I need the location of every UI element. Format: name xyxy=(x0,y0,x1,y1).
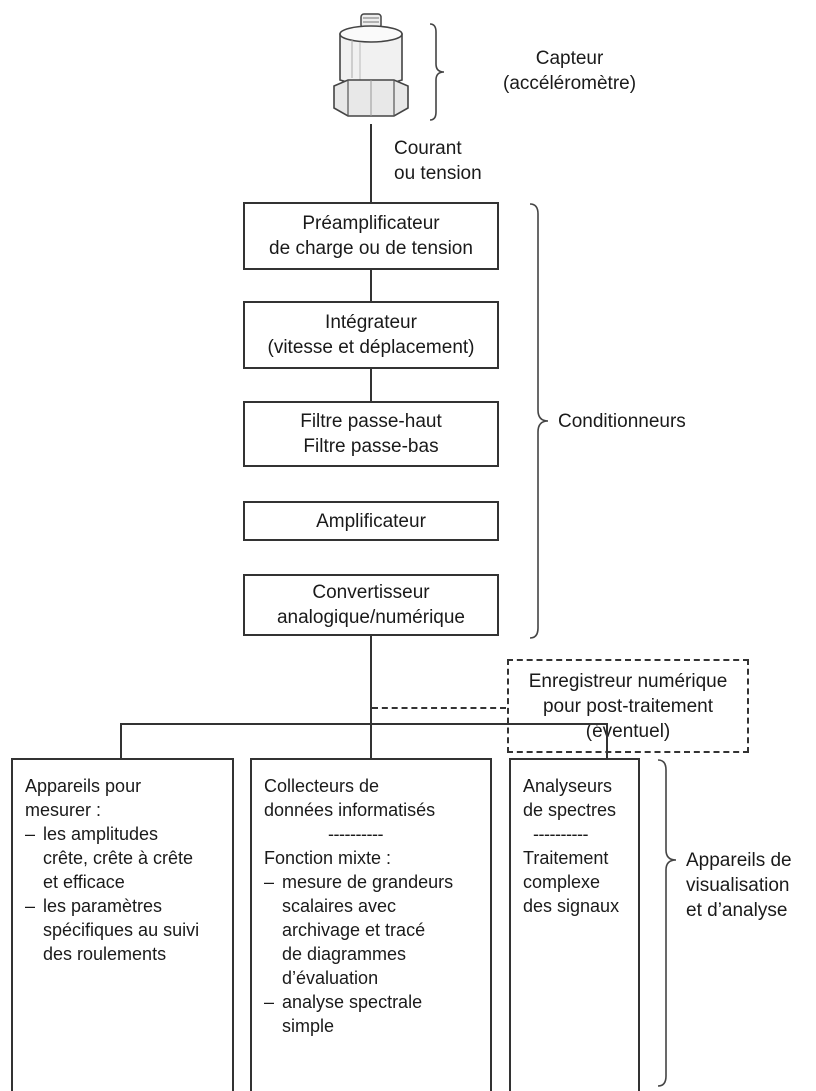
data-collectors-column: Collecteurs de données informatisés ----… xyxy=(250,758,492,1091)
devices-brace xyxy=(657,759,677,1087)
signal-trunk xyxy=(370,124,372,434)
measuring-devices-column: Appareils pour mesurer : les amplitudes … xyxy=(11,758,234,1091)
filters-line1: Filtre passe-haut xyxy=(300,411,442,432)
amplifier-line1: Amplificateur xyxy=(316,510,426,532)
col1-item2-line2: spécifiques au suivi xyxy=(43,920,200,940)
col1-item2-line3: des roulements xyxy=(43,944,167,964)
converter-line1: Convertisseur xyxy=(312,582,430,603)
recorder-connector xyxy=(372,707,506,709)
signal-label-line1: Courant xyxy=(394,138,462,159)
branch-right xyxy=(606,723,608,759)
filters-line2: Filtre passe-bas xyxy=(303,436,439,457)
col2-item1-line1: mesure de grandeurs xyxy=(282,872,454,892)
spectrum-analyzers-column: Analyseurs de spectres ---------- Traite… xyxy=(509,758,640,1091)
sensor-brace xyxy=(429,23,445,121)
col2-item1-line2: scalaires avec xyxy=(282,896,397,916)
col3-separator: ---------- xyxy=(533,824,588,844)
devices-label-line2: visualisation xyxy=(686,875,790,896)
devices-label-line3: et d’analyse xyxy=(686,900,788,921)
preamplifier-line1: Préamplificateur xyxy=(302,213,440,234)
conditioners-label: Conditionneurs xyxy=(558,411,686,432)
integrator-line1: Intégrateur xyxy=(325,312,417,333)
integrator-box: Intégrateur (vitesse et déplacement) xyxy=(243,301,499,369)
signal-label-line2: ou tension xyxy=(394,163,482,184)
sensor-label-line1: Capteur xyxy=(535,48,604,69)
amplifier-box: Amplificateur xyxy=(243,501,499,541)
col1-item-amplitudes: les amplitudes crête, crête à crête et e… xyxy=(25,822,222,894)
preamplifier-box: Préamplificateur de charge ou de tension xyxy=(243,202,499,270)
col2-item2-line1: analyse spectrale xyxy=(282,992,423,1012)
devices-label: Appareils de visualisation et d’analyse xyxy=(686,848,792,923)
filters-box: Filtre passe-haut Filtre passe-bas xyxy=(243,401,499,467)
signal-trunk-lower xyxy=(370,634,372,724)
recorder-line1: Enregistreur numérique xyxy=(528,670,728,692)
col2-item-spectral: analyse spectrale simple xyxy=(264,990,480,1038)
converter-box: Convertisseur analogique/numérique xyxy=(243,574,499,636)
recorder-line2: pour post-traitement xyxy=(542,695,714,717)
col2-title-line2: données informatisés xyxy=(264,800,436,820)
sensor-label: Capteur (accéléromètre) xyxy=(503,46,636,96)
col1-item2-line1: les paramètres xyxy=(43,896,163,916)
col3-title-line1: Analyseurs xyxy=(523,776,613,796)
col3-text-line1: Traitement xyxy=(523,848,609,868)
branch-middle xyxy=(370,723,372,759)
col2-list: mesure de grandeurs scalaires avec archi… xyxy=(264,870,480,1038)
branch-line xyxy=(120,723,608,725)
col2-subtitle: Fonction mixte : xyxy=(264,848,392,868)
col2-item1-line5: d’évaluation xyxy=(282,968,379,988)
col1-list: les amplitudes crête, crête à crête et e… xyxy=(25,822,222,966)
col2-item1-line3: archivage et tracé xyxy=(282,920,426,940)
col2-title-line1: Collecteurs de xyxy=(264,776,380,796)
branch-left xyxy=(120,723,122,759)
col2-item1-line4: de diagrammes xyxy=(282,944,407,964)
converter-line2: analogique/numérique xyxy=(276,607,466,628)
col1-item1-line3: et efficace xyxy=(43,872,125,892)
conditioners-brace xyxy=(529,203,549,639)
col1-title-line2: mesurer : xyxy=(25,800,102,820)
sensor-label-line2: (accéléromètre) xyxy=(503,73,637,94)
preamplifier-line2: de charge ou de tension xyxy=(269,238,473,259)
col1-item1-line2: crête, crête à crête xyxy=(43,848,194,868)
recorder-box: Enregistreur numérique pour post-traitem… xyxy=(507,659,749,753)
col1-title-line1: Appareils pour xyxy=(25,776,142,796)
col2-item2-line2: simple xyxy=(282,1016,335,1036)
col2-item-scalar: mesure de grandeurs scalaires avec archi… xyxy=(264,870,480,990)
col1-item-bearings: les paramètres spécifiques au suivi des … xyxy=(25,894,222,966)
col3-text-line2: complexe xyxy=(523,872,601,892)
col2-separator: ---------- xyxy=(328,824,383,844)
col1-item1-line1: les amplitudes xyxy=(43,824,159,844)
col3-text-line3: des signaux xyxy=(523,896,620,916)
accelerometer-icon xyxy=(333,13,409,117)
integrator-line2: (vitesse et déplacement) xyxy=(267,337,475,358)
devices-label-line1: Appareils de xyxy=(686,850,792,871)
signal-label: Courant ou tension xyxy=(394,136,482,186)
col3-title-line2: de spectres xyxy=(523,800,617,820)
